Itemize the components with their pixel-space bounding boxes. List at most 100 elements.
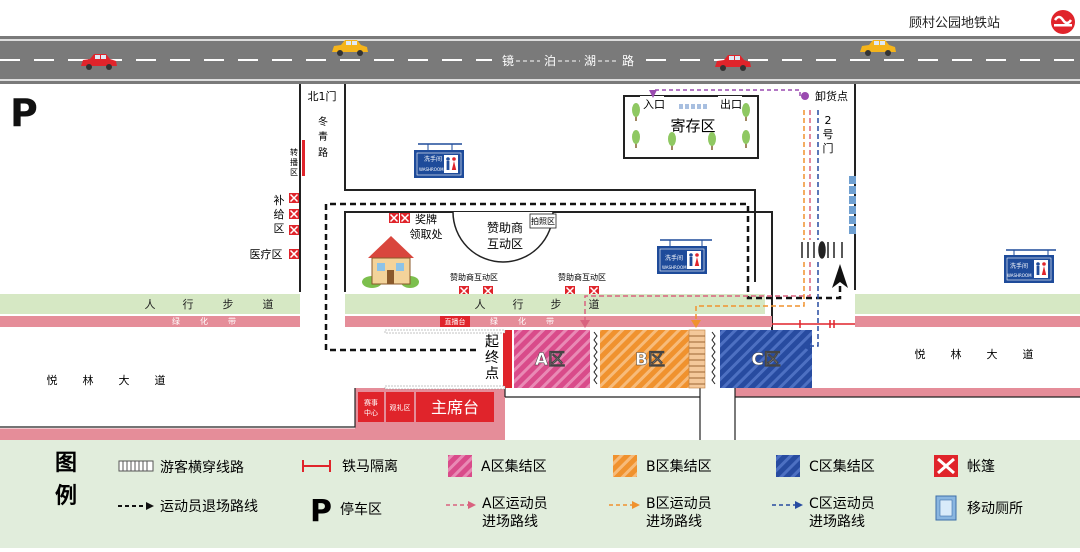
- washroom-icon: 洗手间 WASHROOM: [1003, 249, 1056, 284]
- svg-text:WASHROOM: WASHROOM: [1007, 273, 1032, 278]
- sponsor-small-label-2: 赞助商互动区: [558, 272, 606, 282]
- svg-text:WASHROOM: WASHROOM: [419, 167, 444, 172]
- svg-text:行: 行: [183, 298, 194, 311]
- zone-labels: A区 B区 C区: [535, 350, 781, 371]
- metro-station-title: 顾村公园地铁站: [909, 16, 1000, 31]
- road-name-right: 悦林 大道: [915, 347, 1034, 361]
- walkway-right: [855, 294, 1080, 314]
- svg-text:区: 区: [290, 168, 298, 177]
- legend-zone-a: A区集结区: [448, 455, 547, 477]
- svg-text:林: 林: [951, 347, 962, 361]
- svg-text:观礼区: 观礼区: [390, 403, 411, 412]
- svg-text:游客横穿线路: 游客横穿线路: [160, 459, 244, 476]
- legend-route-a: A区运动员 进场路线: [446, 496, 548, 530]
- gate2-label: 2号门: [823, 114, 834, 155]
- photo-area-label: 拍照区: [531, 216, 555, 226]
- zone-c: [720, 330, 812, 388]
- svg-text:进场路线: 进场路线: [646, 514, 702, 530]
- svg-text:悦: 悦: [47, 373, 58, 387]
- svg-text:大: 大: [987, 347, 998, 361]
- greenbelt-left: [0, 316, 300, 327]
- tent-icon: [288, 208, 300, 220]
- legend-barrier: 铁马隔离: [302, 458, 398, 475]
- storage-area: 入口 出口 寄存区: [623, 95, 759, 159]
- greenbelt-label-left: 绿化带: [172, 316, 236, 326]
- gate-n1-label: 北1门: [308, 89, 337, 103]
- svg-text:B区: B区: [635, 350, 665, 370]
- arrow-icon: [832, 264, 848, 288]
- walkway-label-mid: 人行 步道: [475, 297, 600, 311]
- svg-text:出口: 出口: [720, 97, 742, 111]
- svg-text:C区运动员: C区运动员: [809, 496, 875, 512]
- walkway-left: [0, 294, 300, 314]
- venue-boundaries: [299, 84, 856, 330]
- unload-point-icon: [801, 92, 809, 100]
- live-stage-label: 直播台: [445, 317, 466, 326]
- svg-text:播: 播: [290, 157, 298, 167]
- svg-text:起: 起: [485, 334, 499, 350]
- award-label-1: 奖牌: [415, 212, 437, 226]
- svg-text:帐篷: 帐篷: [967, 459, 995, 475]
- main-stand: [416, 392, 494, 422]
- svg-text:主席台: 主席台: [431, 398, 479, 417]
- legend-tent: 帐篷: [934, 455, 995, 477]
- svg-text:停车区: 停车区: [340, 501, 382, 518]
- svg-text:道: 道: [589, 297, 600, 311]
- tent-icon: [399, 212, 411, 224]
- transfer-area-label: 转 播 区: [290, 147, 298, 177]
- zone-b: [600, 330, 690, 388]
- svg-text:道: 道: [263, 297, 274, 311]
- svg-text:湖: 湖: [584, 53, 596, 68]
- barrier-gate: [800, 240, 848, 260]
- washroom-icon: 洗手间 WASHROOM: [656, 239, 712, 275]
- svg-text:冬: 冬: [318, 115, 328, 128]
- greenbelt-mid: [345, 316, 772, 327]
- tent-icon: [288, 248, 300, 260]
- svg-text:洗手间: 洗手间: [1010, 262, 1028, 270]
- svg-text:绿: 绿: [172, 317, 180, 326]
- legend-crossing: 游客横穿线路: [118, 459, 244, 476]
- svg-text:中心: 中心: [364, 408, 378, 417]
- legend-zone-c: C区集结区: [776, 455, 875, 477]
- svg-text:带: 带: [228, 317, 236, 326]
- legend-route-b: B区运动员 进场路线: [609, 496, 712, 530]
- dongqing-road-label: 冬 青 路: [318, 115, 328, 159]
- legend-title-2: 例: [55, 484, 77, 509]
- svg-text:移动厕所: 移动厕所: [967, 501, 1023, 517]
- svg-text:洗手间: 洗手间: [665, 254, 683, 262]
- live-stage: [440, 316, 470, 327]
- route-b: [695, 110, 805, 322]
- sponsor-area: [452, 211, 554, 263]
- svg-text:进场路线: 进场路线: [809, 514, 865, 530]
- medical-area-label: 医疗区: [250, 247, 283, 261]
- svg-text:号: 号: [823, 128, 834, 141]
- metro-logo-icon: [1051, 10, 1075, 34]
- svg-text:铁马隔离: 铁马隔离: [342, 458, 398, 475]
- svg-text:行: 行: [513, 298, 524, 311]
- visitor-crossing: [688, 329, 706, 389]
- greenbelt-right: [855, 316, 1080, 327]
- svg-text:悦: 悦: [915, 347, 926, 361]
- storage-title: 寄存区: [670, 117, 715, 135]
- svg-text:门: 门: [823, 141, 834, 155]
- legend-parking: P 停车区: [310, 494, 382, 529]
- svg-text:林: 林: [83, 373, 94, 387]
- route-c: [808, 110, 819, 347]
- start-finish-line: [503, 330, 512, 388]
- legend-exit-route: 运动员退场路线: [118, 499, 258, 515]
- legend-panel: [0, 440, 1080, 548]
- svg-text:步: 步: [551, 298, 562, 311]
- svg-text:入口: 入口: [643, 98, 665, 111]
- svg-text:B区运动员: B区运动员: [646, 496, 712, 512]
- svg-text:C区: C区: [751, 350, 780, 370]
- unload-label: 卸货点: [815, 89, 848, 103]
- award-label-2: 领取处: [410, 228, 443, 241]
- svg-text:A区: A区: [535, 350, 565, 370]
- svg-text:A区运动员: A区运动员: [482, 496, 548, 512]
- svg-text:道: 道: [155, 373, 166, 387]
- svg-text:人: 人: [145, 298, 156, 311]
- svg-text:大: 大: [119, 373, 130, 387]
- svg-text:A区集结区: A区集结区: [481, 458, 547, 475]
- svg-text:带: 带: [546, 317, 554, 326]
